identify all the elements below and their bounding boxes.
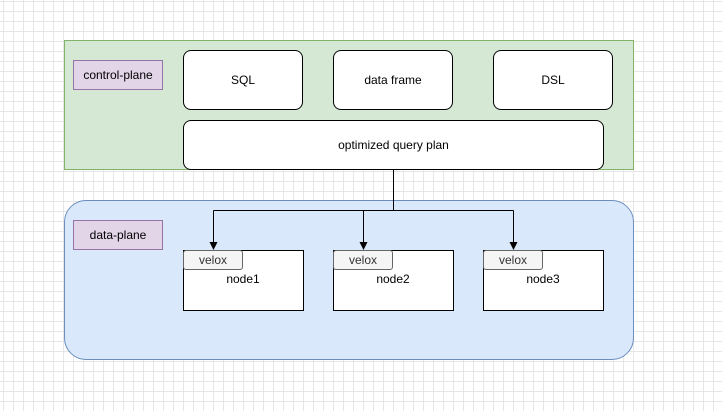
node3-label: node3 xyxy=(526,272,560,286)
node1-label: node1 xyxy=(226,272,260,286)
sql-input-box[interactable]: SQL xyxy=(183,50,303,110)
data-frame-input-box[interactable]: data frame xyxy=(333,50,453,110)
dsl-input-box[interactable]: DSL xyxy=(493,50,613,110)
optimized-query-plan-box[interactable]: optimized query plan xyxy=(183,120,604,170)
data-plane-label: data-plane xyxy=(73,220,163,250)
node1-velox-tag: velox xyxy=(183,250,243,270)
node2-velox-tag: velox xyxy=(333,250,393,270)
node3-velox-tag: velox xyxy=(483,250,543,270)
control-plane-label: control-plane xyxy=(73,60,163,90)
node2-label: node2 xyxy=(376,272,410,286)
